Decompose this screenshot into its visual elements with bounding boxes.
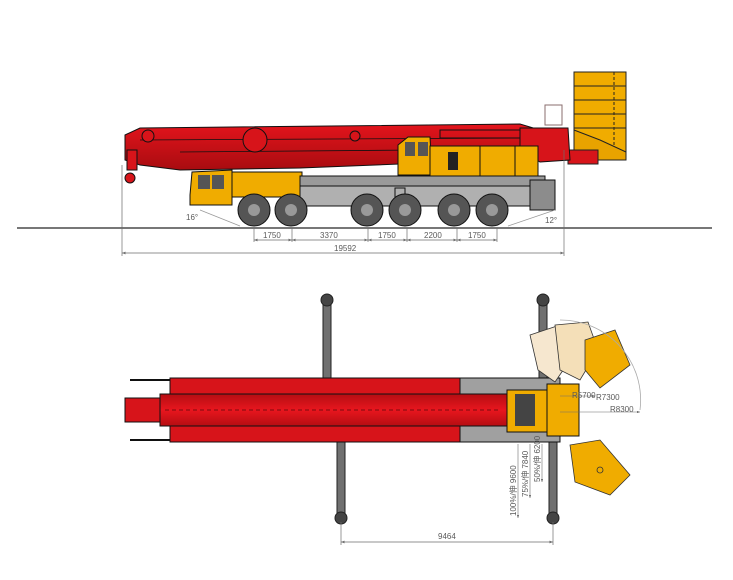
axle-spacing-2: 3370 [320, 231, 338, 240]
outrigger-ext-75: 75%/伸 7840 [520, 450, 530, 497]
overall-length: 19592 [334, 244, 357, 253]
tail-radius-2: R7300 [596, 393, 620, 402]
approach-angle: 16° [186, 213, 198, 222]
tail-radius-3: R8300 [610, 405, 634, 414]
axle-spacing-3: 1750 [378, 231, 396, 240]
departure-angle: 12° [545, 216, 557, 225]
superstructure [397, 129, 539, 177]
counterweight-stack [567, 71, 627, 165]
side-view: 16° 12° 1750 3370 1750 2200 1750 19592 [17, 71, 712, 256]
top-boom [124, 377, 511, 443]
tail-radius-1: R5700 [572, 391, 596, 400]
axle-spacing-5: 1750 [468, 231, 486, 240]
outrigger-span: 9464 [438, 532, 456, 541]
counterweight-swing [529, 319, 641, 496]
top-view: R5700 R7300 R8300 100%/伸 9600 75%/伸 7840… [124, 293, 641, 545]
top-turret [506, 383, 580, 437]
wheels [237, 193, 509, 227]
axle-dimension-chain [121, 150, 565, 256]
railing [544, 104, 563, 126]
outrigger-ext-100: 100%/伸 9600 [508, 465, 518, 516]
axle-spacing-4: 2200 [424, 231, 442, 240]
outrigger-ext-50: 50%/伸 6200 [532, 435, 542, 482]
axle-spacing-1: 1750 [263, 231, 281, 240]
